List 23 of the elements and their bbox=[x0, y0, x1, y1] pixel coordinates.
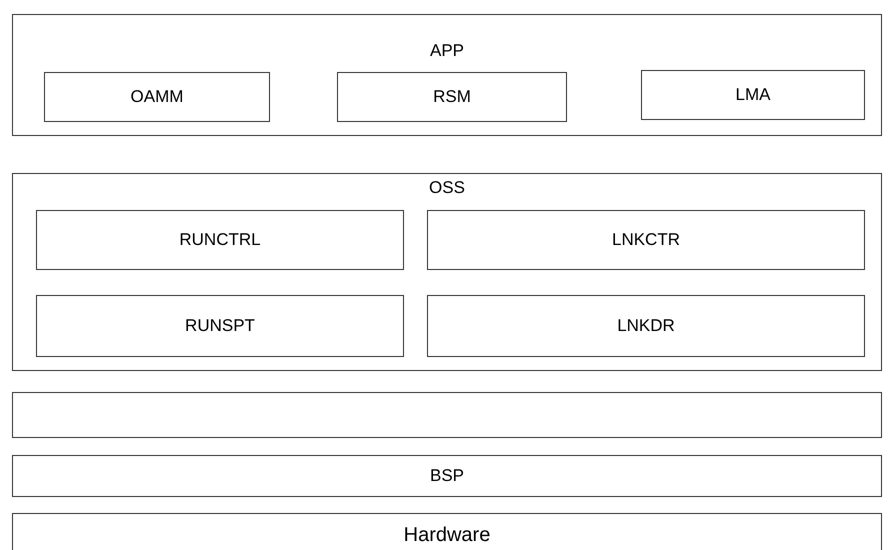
module-box bbox=[427, 210, 865, 270]
module-box bbox=[44, 72, 270, 122]
layer-heading: OSS bbox=[428, 178, 466, 198]
module-label: OAMM bbox=[130, 87, 184, 108]
module-label: RUNCTRL bbox=[178, 230, 262, 250]
layer-bar bbox=[12, 392, 882, 438]
module-label: Hardware bbox=[402, 524, 492, 547]
module-box bbox=[427, 295, 865, 357]
module-label: LNKDR bbox=[616, 316, 676, 336]
module-label: LMA bbox=[734, 85, 772, 106]
module-label: BSP bbox=[428, 466, 466, 486]
module-box bbox=[36, 295, 404, 357]
layer-box bbox=[12, 14, 882, 136]
module-box bbox=[641, 70, 865, 120]
module-box bbox=[337, 72, 567, 122]
module-label: LNKCTR bbox=[610, 230, 681, 250]
layer-box bbox=[12, 455, 882, 497]
module-label: RUNSPT bbox=[184, 316, 256, 336]
layer-box bbox=[12, 513, 882, 550]
layer-heading: APP bbox=[428, 41, 466, 61]
layer-box bbox=[12, 173, 882, 371]
module-box bbox=[36, 210, 404, 270]
module-label: RSM bbox=[432, 87, 472, 108]
